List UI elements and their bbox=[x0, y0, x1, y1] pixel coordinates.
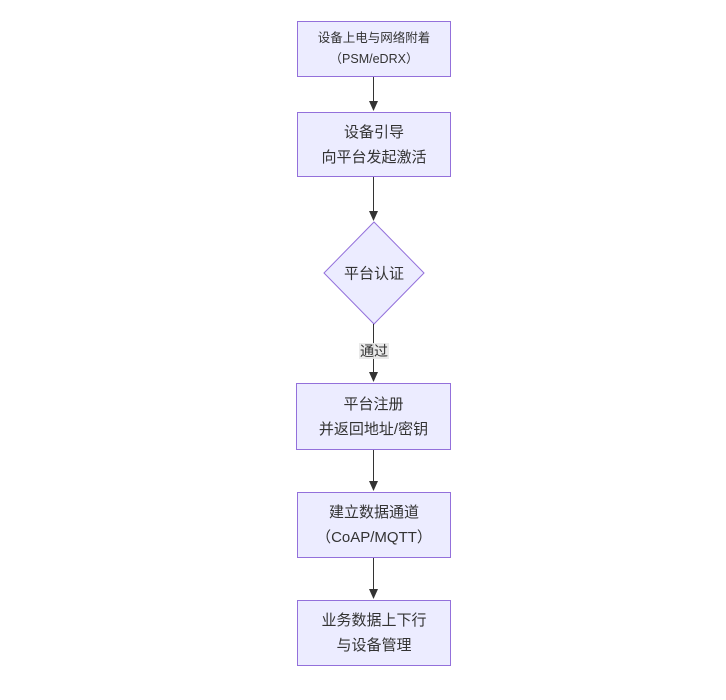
edge-label-pass: 通过 bbox=[359, 343, 389, 359]
edge-channel-to-business bbox=[369, 558, 378, 599]
node-text-line: 设备引导 bbox=[343, 123, 404, 141]
node-text-line: 业务数据上下行 bbox=[321, 612, 427, 629]
arrowhead-down-icon bbox=[369, 589, 378, 599]
node-text-line: 向平台发起激活 bbox=[321, 148, 427, 166]
arrowhead-down-icon bbox=[369, 101, 378, 111]
arrowhead-down-icon bbox=[369, 211, 378, 221]
edge-bootstrap-to-auth bbox=[369, 177, 378, 221]
node-text-line: 设备上电与网络附着 bbox=[317, 31, 431, 45]
node-text-line: （PSM/eDRX） bbox=[329, 52, 419, 66]
node-text-line: 建立数据通道 bbox=[328, 504, 419, 521]
decision-platform-auth-label: 平台认证 bbox=[343, 265, 405, 283]
edge-register-to-channel bbox=[369, 450, 378, 491]
edge-power-to-bootstrap bbox=[369, 77, 378, 111]
node-power-attach: 设备上电与网络附着 （PSM/eDRX） bbox=[297, 21, 451, 77]
node-bootstrap: 设备引导 向平台发起激活 bbox=[297, 112, 451, 177]
node-business-ops: 业务数据上下行 与设备管理 bbox=[297, 600, 451, 666]
arrowhead-down-icon bbox=[369, 481, 378, 491]
node-platform-register: 平台注册 并返回地址/密钥 bbox=[296, 383, 451, 450]
node-text-line: 并返回地址/密钥 bbox=[318, 420, 429, 438]
node-text-line: 与设备管理 bbox=[336, 637, 412, 654]
node-text-line: 平台注册 bbox=[343, 395, 404, 413]
arrowhead-down-icon bbox=[369, 372, 378, 382]
node-data-channel: 建立数据通道 （CoAP/MQTT） bbox=[297, 492, 451, 558]
node-text-line: （CoAP/MQTT） bbox=[316, 529, 432, 546]
